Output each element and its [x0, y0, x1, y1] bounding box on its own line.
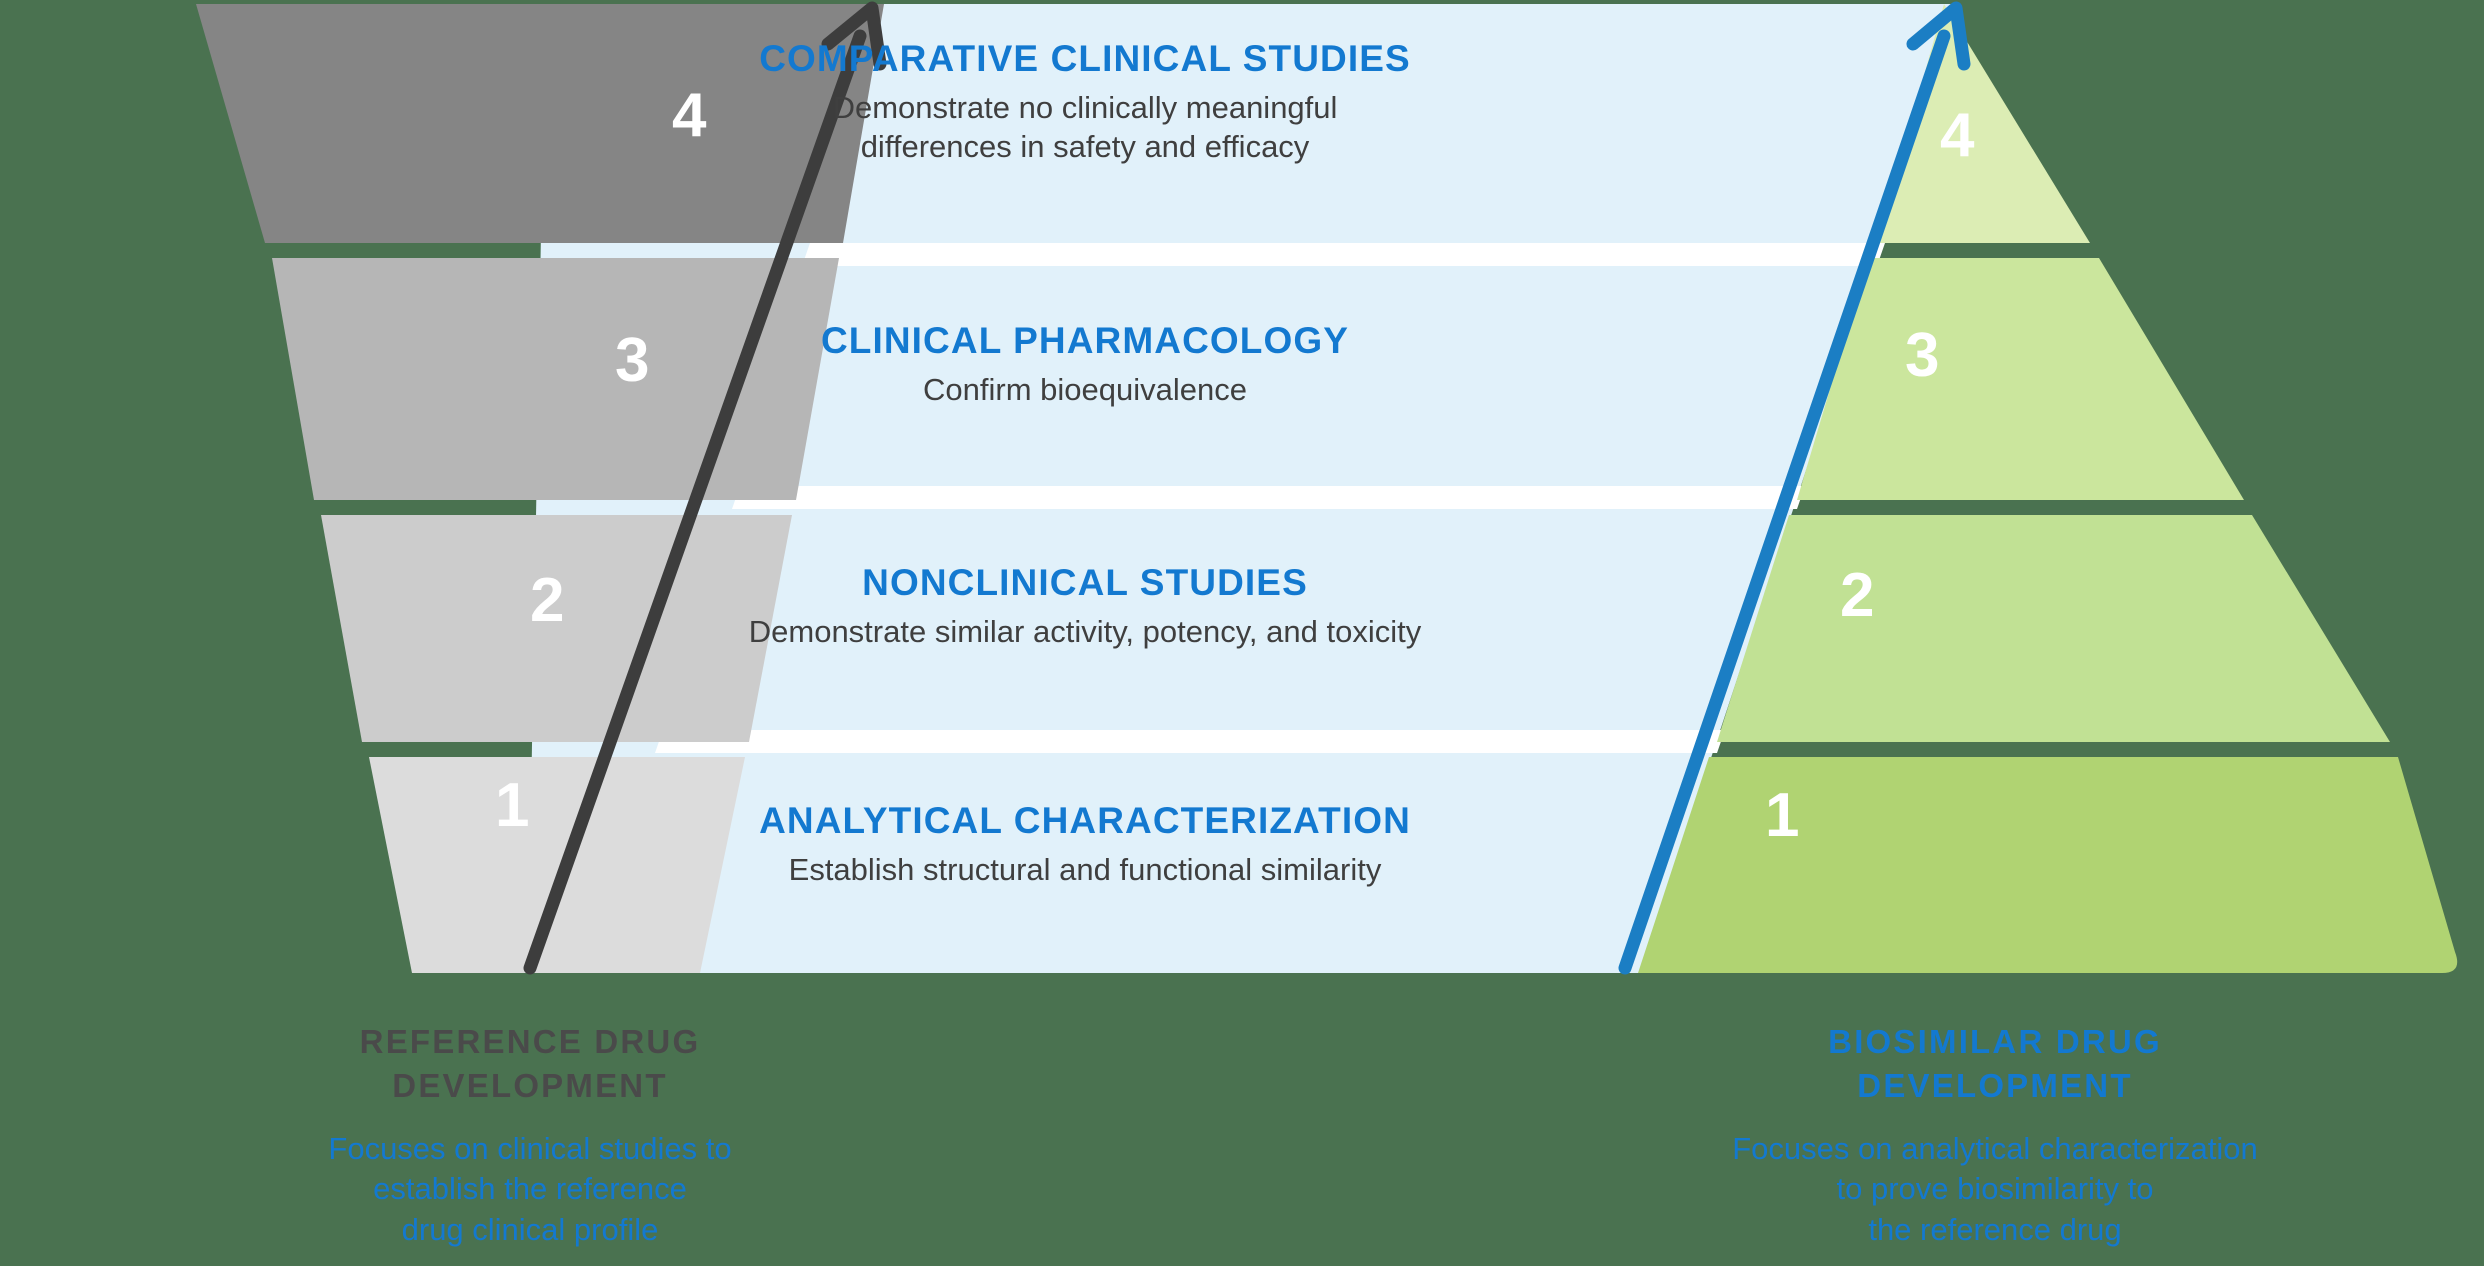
biosimilar-drug-arrow-icon: [1618, 1, 1971, 975]
biosimilar-drug-body-line-1: Focuses on analytical characterization: [1732, 1131, 2258, 1167]
biosimilar-drug-heading-line-1: BIOSIMILAR DRUG: [1828, 1023, 2162, 1060]
left-step-3-band: [272, 258, 839, 500]
right-step-1-band: [1638, 757, 2458, 973]
right-step-3-band: [1797, 258, 2244, 500]
reference-drug-body: Focuses on clinical studies to establish…: [170, 1129, 890, 1250]
reference-drug-heading-line-2: DEVELOPMENT: [392, 1066, 668, 1104]
reference-drug-heading-line-1: REFERENCE DRUG: [359, 1023, 701, 1060]
reference-drug-heading: REFERENCE DRUG DEVELOPMENT: [170, 1020, 890, 1107]
center-divider-3: [655, 730, 1725, 753]
reference-drug-body-line-1: Focuses on clinical studies to: [328, 1131, 732, 1167]
biosimilar-drug-body: Focuses on analytical characterization t…: [1600, 1129, 2390, 1250]
center-divider-2: [732, 486, 1805, 509]
biosimilar-drug-heading: BIOSIMILAR DRUG DEVELOPMENT: [1600, 1020, 2390, 1107]
biosimilar-drug-heading-line-2: DEVELOPMENT: [1857, 1066, 2133, 1104]
biosimilar-drug-body-line-3: the reference drug: [1868, 1211, 2122, 1247]
left-step-2-band: [321, 515, 792, 742]
biosimilar-drug-body-line-2: to prove biosimilarity to: [1836, 1171, 2154, 1207]
reference-drug-body-line-2: establish the reference: [373, 1171, 687, 1207]
left-step-4-band: [196, 4, 884, 243]
right-step-2-band: [1717, 515, 2390, 742]
center-divider-1: [802, 243, 1885, 266]
reference-drug-arrow-icon: [523, 1, 887, 975]
biosimilar-drug-caption: BIOSIMILAR DRUG DEVELOPMENT Focuses on a…: [1600, 1020, 2390, 1250]
reference-drug-caption: REFERENCE DRUG DEVELOPMENT Focuses on cl…: [170, 1020, 890, 1250]
left-step-1-band: [369, 757, 745, 973]
reference-drug-body-line-3: drug clinical profile: [401, 1211, 659, 1247]
